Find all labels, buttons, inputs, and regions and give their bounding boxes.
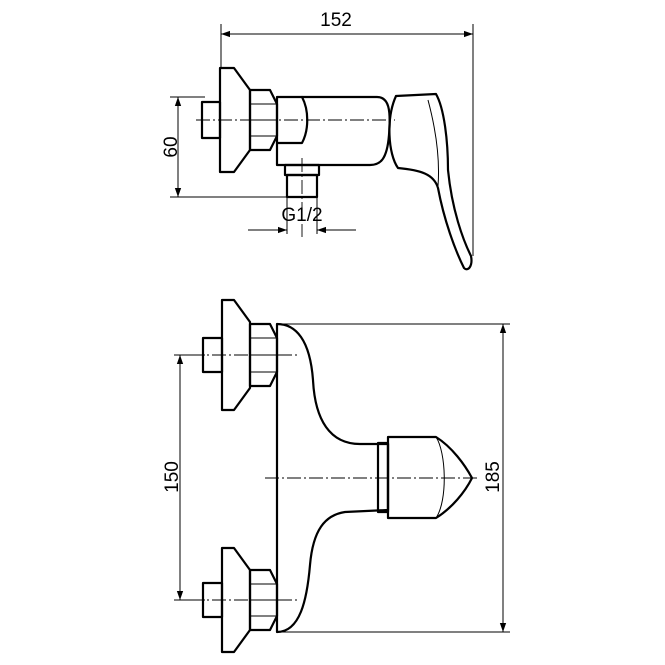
side-view	[196, 66, 473, 271]
dimension-inlet-spacing: 150	[162, 354, 205, 601]
front-top-escutcheon	[220, 298, 252, 412]
dimension-outlet-thread: G1/2	[248, 197, 356, 234]
dimension-overall-length: 152	[220, 10, 474, 256]
side-lever-handle	[388, 92, 473, 271]
dimension-label-152: 152	[320, 10, 352, 31]
dimension-label-60: 60	[161, 136, 182, 157]
dimension-body-height: 185	[278, 323, 510, 633]
front-handle-cap	[386, 435, 474, 520]
dimension-side-height: 60	[161, 96, 290, 198]
side-body	[275, 95, 391, 167]
dimension-label-150: 150	[162, 461, 183, 493]
front-view	[190, 298, 480, 654]
dimension-label-g12: G1/2	[281, 205, 322, 226]
front-cartridge-ring	[376, 441, 390, 514]
dimension-label-185: 185	[483, 461, 504, 493]
